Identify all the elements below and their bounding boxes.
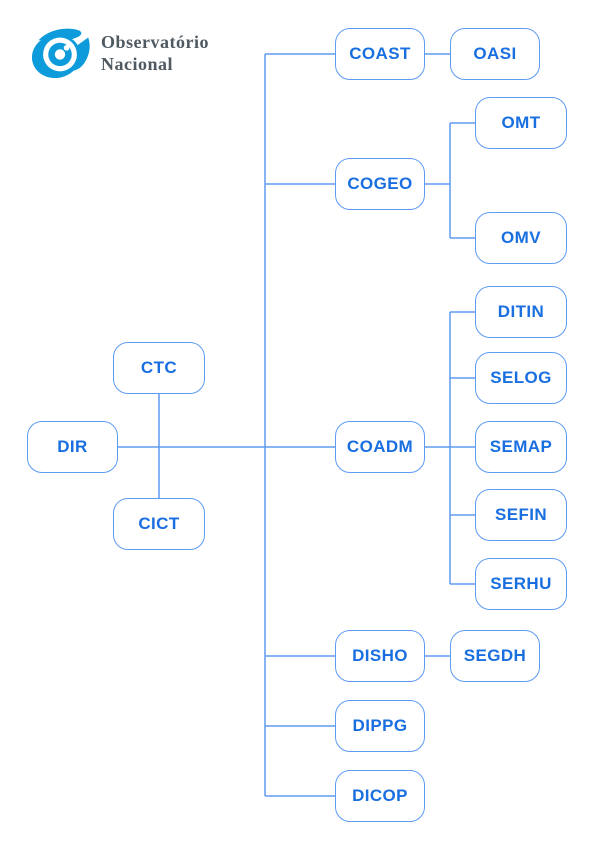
org-node-cict: CICT [113, 498, 205, 550]
org-node-serhu: SERHU [475, 558, 567, 610]
logo-wordmark-line2: Nacional [101, 53, 174, 74]
org-node-sefin: SEFIN [475, 489, 567, 541]
org-node-omv: OMV [475, 212, 567, 264]
org-node-ctc: CTC [113, 342, 205, 394]
org-node-coast: COAST [335, 28, 425, 80]
org-node-ditin: DITIN [475, 286, 567, 338]
org-node-dippg: DIPPG [335, 700, 425, 752]
org-node-cogeo: COGEO [335, 158, 425, 210]
org-node-omt: OMT [475, 97, 567, 149]
logo-wordmark: Observatório Nacional [101, 32, 209, 74]
logo-wordmark-line1: Observatório [101, 32, 209, 53]
org-node-oasi: OASI [450, 28, 540, 80]
org-node-coadm: COADM [335, 421, 425, 473]
connector-cogeo-stem [425, 123, 451, 238]
org-node-segdh: SEGDH [450, 630, 540, 682]
observatorio-nacional-logo: Observatório Nacional [29, 25, 209, 82]
org-node-selog: SELOG [475, 352, 567, 404]
observatorio-nacional-logo-icon [31, 28, 90, 79]
org-node-disho: DISHO [335, 630, 425, 682]
org-node-semap: SEMAP [475, 421, 567, 473]
connector-coadm-stem [425, 312, 451, 584]
org-node-dicop: DICOP [335, 770, 425, 822]
org-node-dir: DIR [27, 421, 118, 473]
